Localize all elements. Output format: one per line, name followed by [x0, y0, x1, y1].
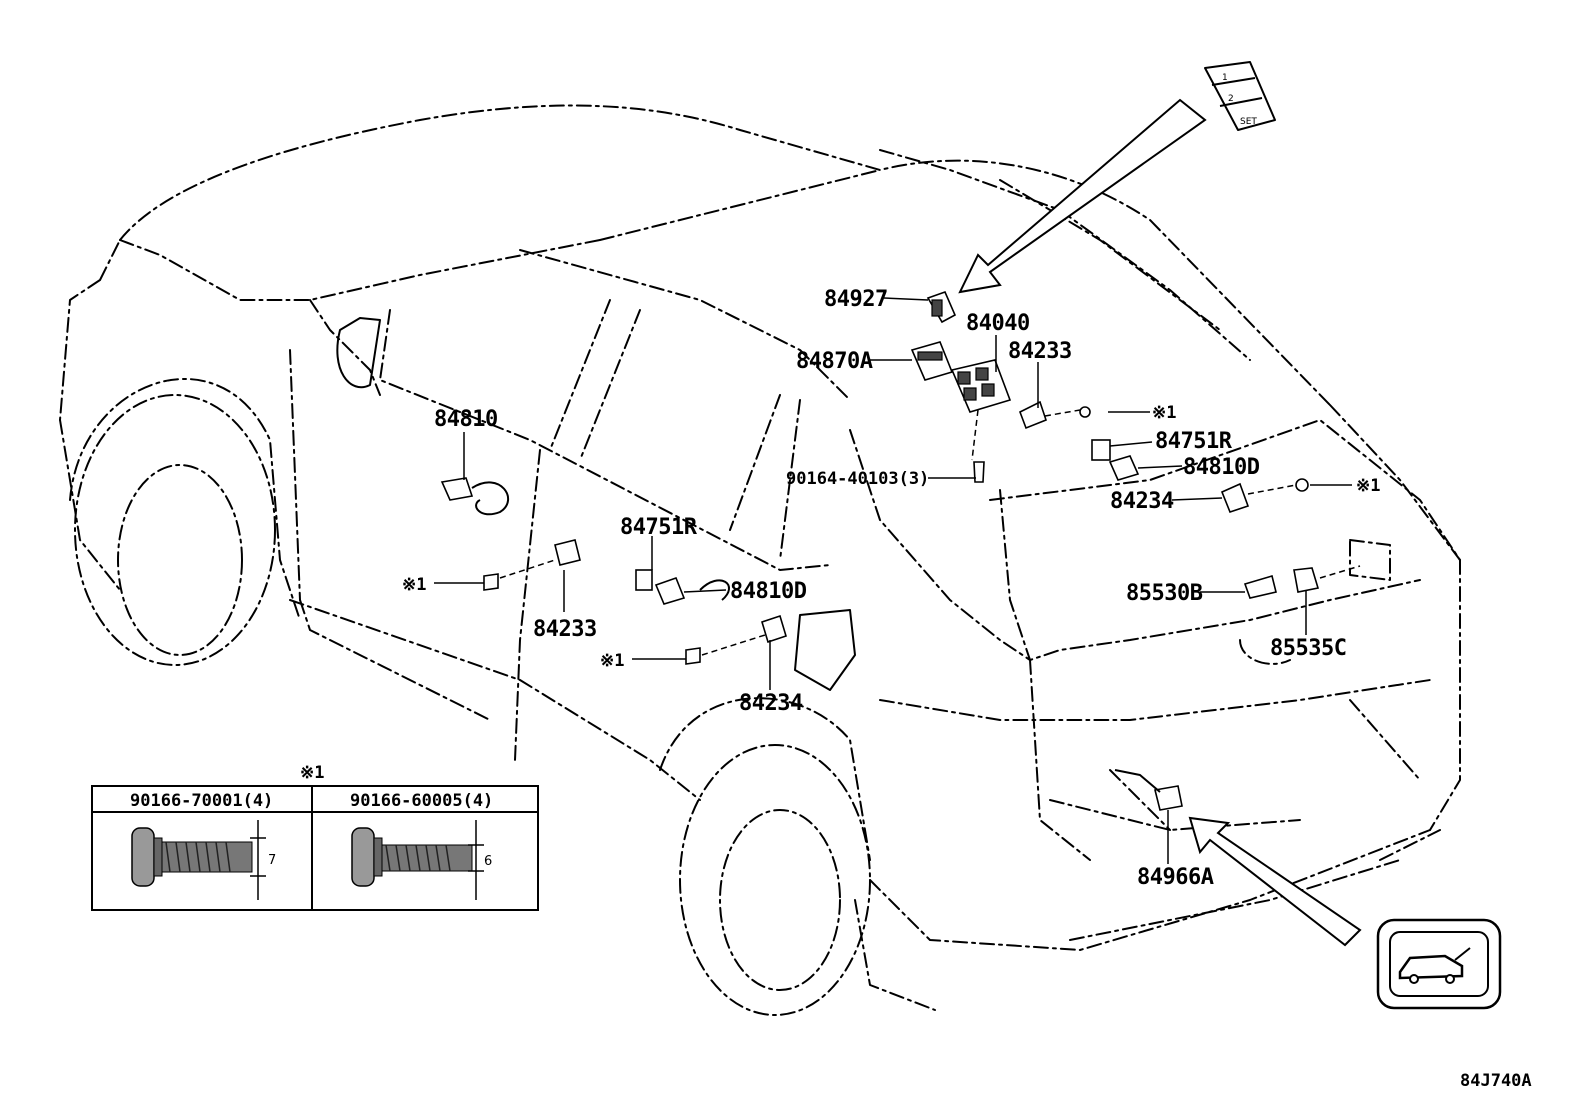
label-note-4: ※1 [600, 651, 624, 671]
bolt-table: ※1 90166-70001(4) 90166-60005(4) 7 6 [91, 763, 539, 911]
label-84751R-mid: 84751R [620, 515, 698, 540]
label-84233-left: 84233 [533, 617, 597, 642]
memory-switch-icon: 1 2 SET [1204, 61, 1276, 131]
bolt-col2-dim: 6 [484, 854, 492, 869]
callout-arrow-bottom [1188, 816, 1362, 947]
label-84870A: 84870A [796, 349, 873, 374]
label-note-1: ※1 [1152, 403, 1176, 423]
part-labels: 84927 84040 84870A 84233 ※1 84810 84751R… [402, 287, 1380, 890]
label-note-3: ※1 [402, 575, 426, 595]
label-84234-top: 84234 [1110, 489, 1174, 514]
bolt-70001-sketch: 7 [131, 820, 276, 900]
label-84927: 84927 [824, 287, 888, 312]
power-back-door-icon[interactable] [1376, 918, 1502, 1010]
label-84234-mid: 84234 [739, 691, 803, 716]
leader-lines [434, 297, 1352, 864]
label-85535C: 85535C [1270, 636, 1346, 661]
bolt-col1-dim: 7 [268, 853, 276, 868]
label-84233-top: 84233 [1008, 339, 1072, 364]
install-lines [499, 409, 1361, 656]
part-sketches [440, 290, 1320, 811]
switch-btn-1: 1 [1222, 73, 1228, 83]
callout-arrow-top [958, 98, 1207, 294]
label-84040: 84040 [966, 311, 1030, 336]
label-84751R-top: 84751R [1155, 429, 1233, 454]
bolt-60005-sketch: 6 [351, 820, 492, 900]
label-84810D-top: 84810D [1183, 455, 1260, 480]
drawing-id: 84J740A [1460, 1071, 1532, 1091]
bolt-table-title: ※1 [300, 763, 324, 783]
bolt-col2-header: 90166-60005(4) [350, 791, 493, 811]
label-90164-40103: 90164-40103(3) [786, 469, 929, 489]
label-note-2: ※1 [1356, 476, 1380, 496]
label-84810: 84810 [434, 407, 498, 432]
label-85530B: 85530B [1126, 581, 1203, 606]
switch-btn-2: 2 [1228, 94, 1234, 104]
label-84966A: 84966A [1137, 865, 1214, 890]
vehicle-outline [59, 104, 1461, 1016]
bolt-col1-header: 90166-70001(4) [130, 791, 273, 811]
label-84810D-mid: 84810D [730, 579, 807, 604]
switch-btn-set: SET [1240, 117, 1257, 127]
